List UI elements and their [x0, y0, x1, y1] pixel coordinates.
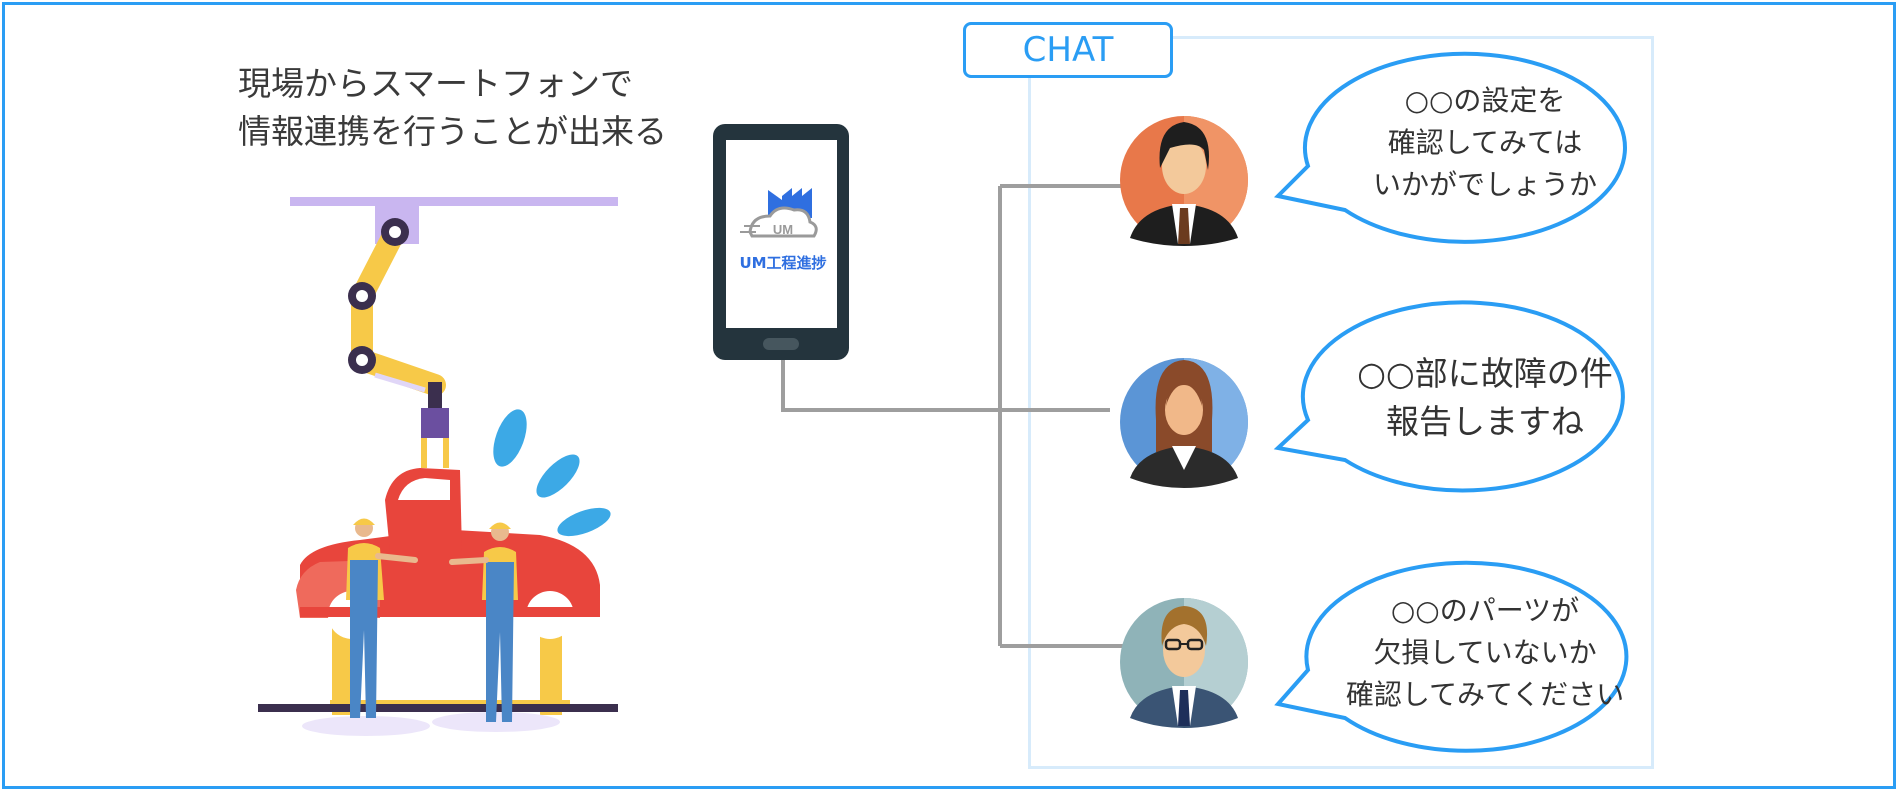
app-name: UM工程進捗 — [739, 254, 826, 272]
smartphone: UM UM工程進捗 — [713, 124, 849, 360]
gripper — [421, 408, 449, 438]
avatar-woman — [1120, 358, 1248, 488]
worker-right — [449, 522, 518, 722]
um-logo-icon — [740, 188, 818, 238]
message-line: 欠損していないか — [1373, 636, 1597, 669]
message-line: 確認してみては — [1387, 126, 1583, 159]
speech-bubble-1 — [1273, 51, 1627, 244]
message-line: いかがでしょうか — [1372, 168, 1597, 201]
factory-illustration — [258, 197, 618, 736]
sparks — [493, 409, 611, 537]
speech-bubbles — [1273, 51, 1629, 753]
message-line: 報告しますね — [1386, 402, 1584, 441]
avatar-man-2 — [1120, 598, 1248, 728]
message-line: ○○のパーツが — [1390, 594, 1580, 627]
headline-line-1: 現場からスマートフォンで — [238, 64, 634, 103]
home-button — [763, 338, 799, 350]
floor-line — [258, 704, 618, 712]
logo-text: UM — [773, 222, 793, 237]
speech-bubble-3 — [1274, 560, 1629, 753]
connector-lines — [781, 184, 1126, 648]
headline-line-2: 情報連携を行うことが出来る — [238, 112, 667, 151]
headline: 現場からスマートフォンで 情報連携を行うことが出来る — [238, 60, 738, 156]
message-line: ○○部に故障の件 — [1357, 354, 1613, 393]
chat-message-2: ○○部に故障の件 報告しますね — [1330, 350, 1640, 446]
message-line: ○○の設定を — [1404, 84, 1566, 117]
speech-bubble-2 — [1273, 300, 1625, 493]
car-body — [296, 468, 600, 715]
avatar-man-1 — [1120, 116, 1248, 246]
robot-arm — [348, 218, 449, 468]
message-line: 確認してみてください — [1345, 678, 1625, 711]
ceiling-rail — [290, 197, 618, 206]
chat-message-3: ○○のパーツが 欠損していないか 確認してみてください — [1330, 590, 1640, 716]
chat-message-1: ○○の設定を 確認してみては いかがでしょうか — [1330, 80, 1640, 206]
worker-left — [346, 518, 418, 718]
chat-tab[interactable]: CHAT — [963, 22, 1173, 78]
chat-panel — [1028, 36, 1654, 769]
